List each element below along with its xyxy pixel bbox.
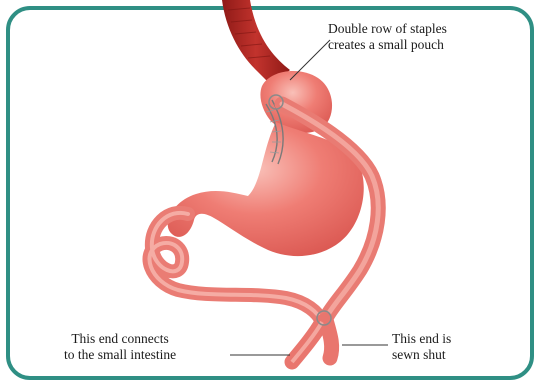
- staples-label: Double row of staples creates a small po…: [328, 21, 447, 53]
- sewn-label-line-2: sewn shut: [392, 347, 451, 363]
- connects-label-line-1: This end connects: [64, 331, 176, 347]
- staples-label-line-1: Double row of staples: [328, 21, 447, 37]
- connects-label-line-2: to the small intestine: [64, 347, 176, 363]
- sewn-end: [326, 320, 332, 358]
- sewn-label: This end is sewn shut: [392, 331, 451, 363]
- connects-label: This end connects to the small intestine: [64, 331, 176, 363]
- sewn-label-line-1: This end is: [392, 331, 451, 347]
- staples-label-line-2: creates a small pouch: [328, 37, 447, 53]
